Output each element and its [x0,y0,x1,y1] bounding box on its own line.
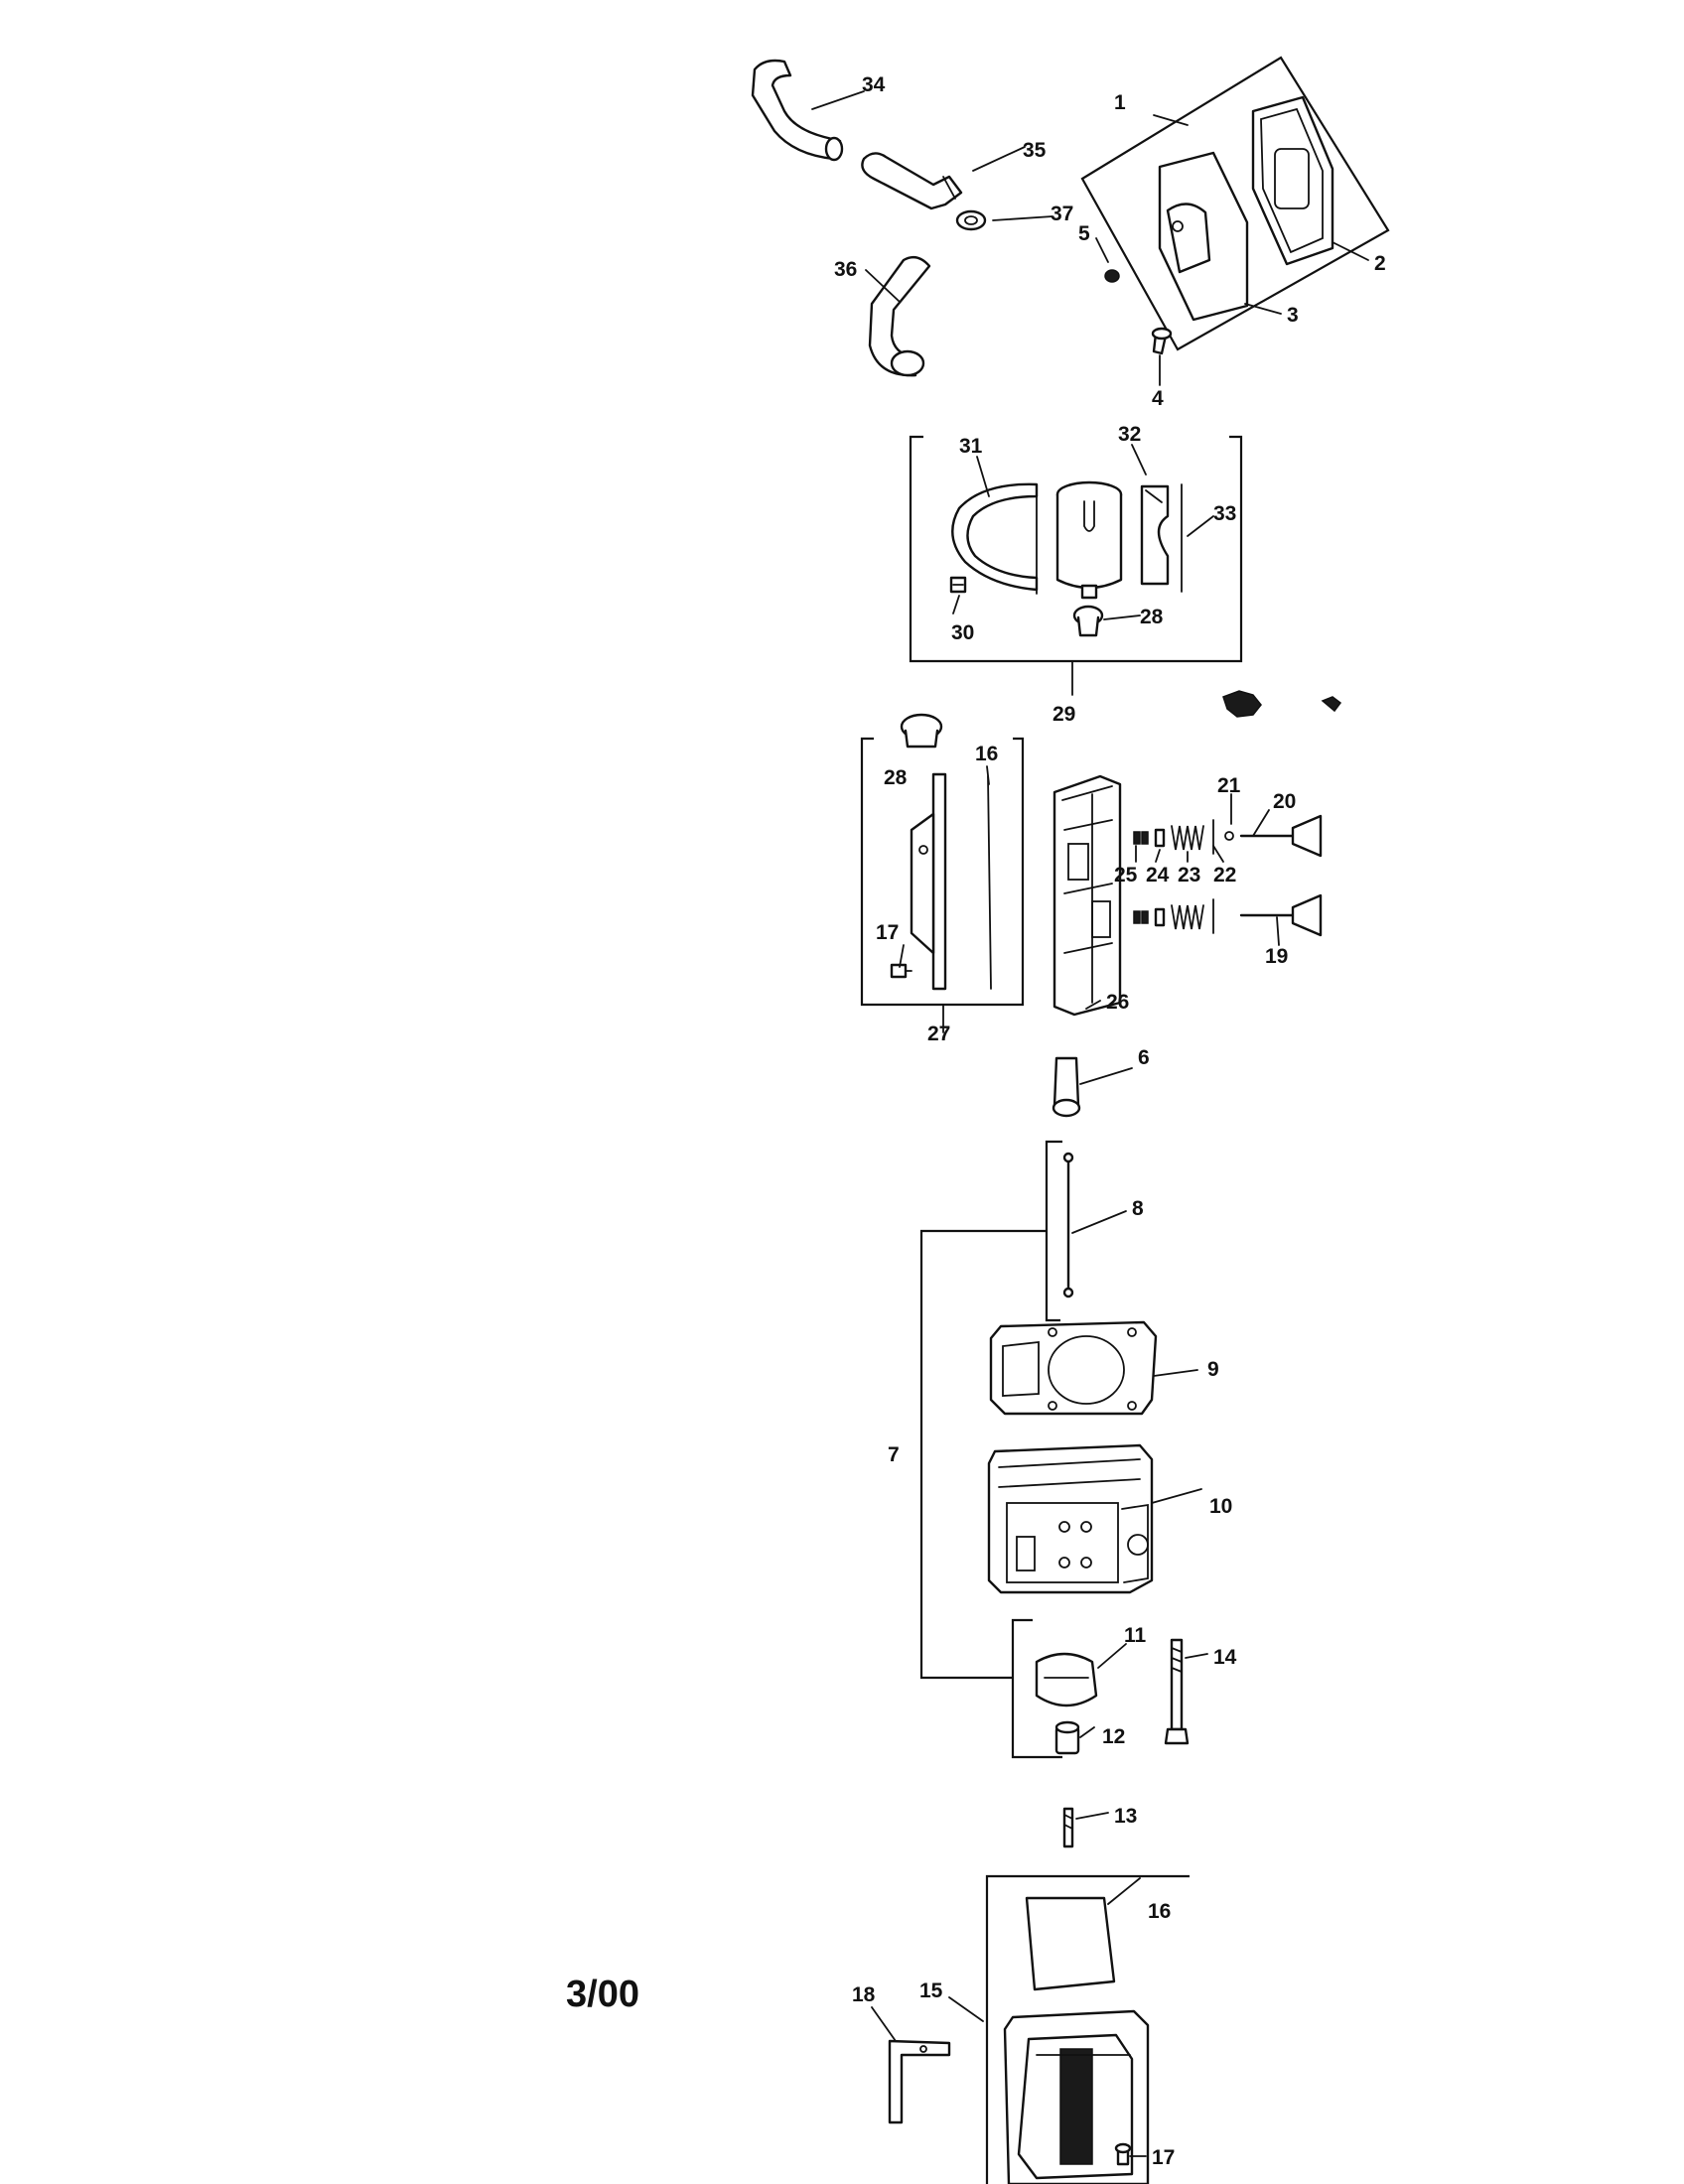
label-10: 10 [1209,1495,1232,1518]
label-23: 23 [1178,864,1200,887]
pivot-12 [1054,1720,1080,1755]
gasket-16-lower [1025,1896,1116,1991]
oil-filter-assembly-frame [909,435,1243,696]
label-36: 36 [834,258,857,281]
label-37: 37 [1051,203,1073,225]
gasket-2 [1251,95,1334,266]
exhaust-valve-20 [1239,814,1323,858]
push-rod-8 [1062,1152,1074,1298]
label-24: 24 [1146,864,1170,887]
label-15: 15 [919,1979,943,2002]
screw-17-lower [1114,2142,1132,2166]
valve-keepers-25 [1133,831,1149,924]
plug-28-top [1072,605,1104,637]
filter-strap-31 [951,482,1039,595]
debris-specks [1222,690,1342,718]
valve-cover-15 [1003,2009,1150,2184]
label-17-upper: 17 [876,921,899,944]
part-labels: 1 2 3 4 5 6 7 8 9 10 11 12 13 14 15 16 1… [834,73,1386,2169]
screw-4 [1151,327,1173,355]
label-5: 5 [1078,222,1090,245]
label-18: 18 [852,1983,876,2006]
intake-valve-19 [1239,893,1323,937]
valve-springs-23 [1171,825,1204,930]
valve-cap-21 [1224,831,1234,841]
label-3: 3 [1287,304,1299,327]
oil-fill-plug-28 [900,713,943,749]
label-25: 25 [1114,864,1138,887]
gasket-16-upper [987,775,992,990]
label-32: 32 [1118,423,1141,446]
label-30: 30 [951,621,974,644]
label-26: 26 [1106,991,1129,1014]
rocker-arm-11 [1035,1652,1098,1707]
screw-30 [949,576,967,594]
label-17-lower: 17 [1152,2146,1175,2169]
label-13: 13 [1114,1805,1137,1828]
grommet-5 [1104,269,1120,283]
label-6: 6 [1138,1046,1150,1069]
label-28-lower: 28 [884,766,908,789]
head-gasket-9 [989,1320,1158,1416]
label-31: 31 [959,435,983,458]
label-33: 33 [1213,502,1236,525]
label-16-lower: 16 [1148,1900,1171,1923]
label-4: 4 [1152,387,1164,410]
cylinder-head-10 [987,1443,1154,1594]
filter-bracket-32 [1140,484,1170,586]
valve-cover-assembly-frame [985,1874,1190,2184]
label-35: 35 [1023,139,1047,162]
label-22: 22 [1213,864,1236,887]
oil-filter [1055,480,1123,600]
head-bolt-14 [1164,1638,1190,1745]
label-28-upper: 28 [1140,606,1164,628]
label-16-upper: 16 [975,743,998,765]
cover-assembly-frame [1080,56,1390,351]
screw-17-upper [890,963,912,979]
cylinder-head-assembly-frame [919,1140,1062,1759]
label-9: 9 [1207,1358,1219,1381]
label-21: 21 [1217,774,1241,797]
cover-3 [1158,151,1249,322]
label-34: 34 [862,73,886,96]
breather-hose-35 [861,152,963,210]
bracket-18 [888,2039,951,2124]
date-code: 3/00 [566,1974,639,2015]
rocker-assembly-frame [860,737,1025,1033]
label-12: 12 [1102,1725,1125,1748]
label-14: 14 [1213,1646,1237,1669]
tappet-6 [1052,1056,1081,1118]
label-8: 8 [1132,1197,1144,1220]
leader-lines [811,90,1369,2157]
label-2: 2 [1374,252,1386,275]
label-20: 20 [1273,790,1296,813]
label-1: 1 [1114,91,1126,114]
label-29: 29 [1052,703,1075,726]
label-7: 7 [888,1443,900,1466]
label-11: 11 [1124,1624,1147,1647]
breather-hose-34 [751,59,844,162]
label-27: 27 [927,1023,950,1045]
rocker-cover-plate [910,772,947,991]
rocker-housing-26 [1052,774,1122,1017]
stud-13 [1062,1807,1074,1848]
hose-clamp-37 [955,209,987,231]
label-19: 19 [1265,945,1288,968]
spring-retainers-24 [1154,828,1166,927]
breather-hose-36 [868,255,931,377]
